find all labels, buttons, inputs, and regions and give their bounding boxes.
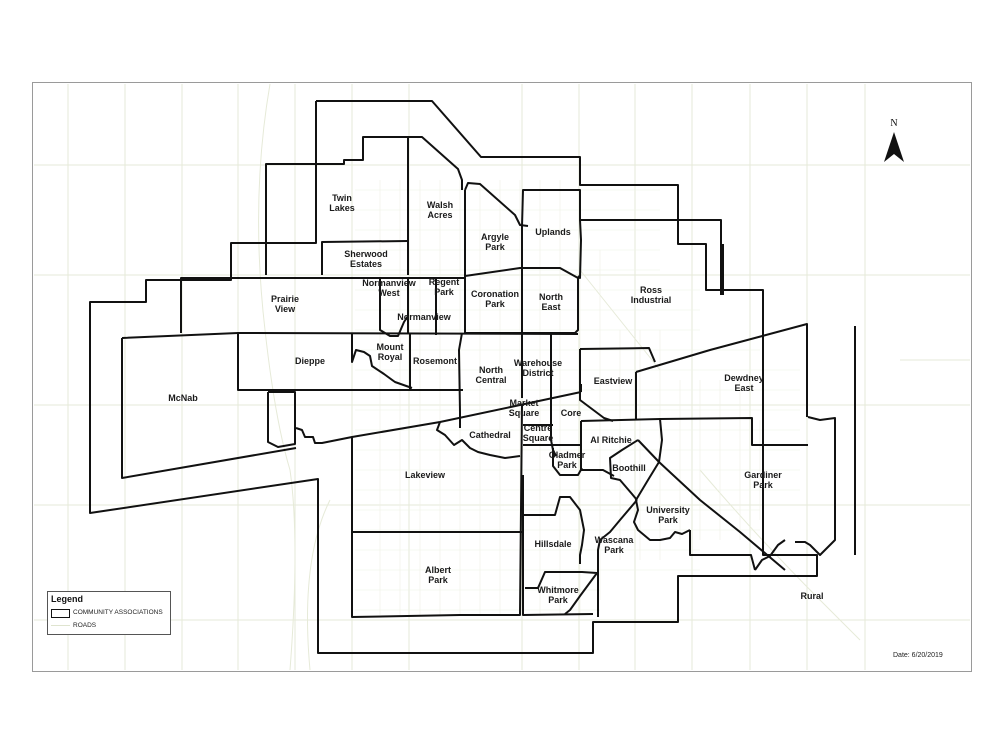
label-cathedral[interactable]: Cathedral bbox=[469, 430, 511, 440]
label-mcnab[interactable]: McNab bbox=[168, 393, 198, 403]
north-arrow: N bbox=[882, 118, 906, 166]
legend-item-roads: ROADS bbox=[73, 622, 97, 629]
legend-title: Legend bbox=[51, 594, 84, 604]
label-lakeview[interactable]: Lakeview bbox=[404, 470, 446, 480]
label-rosemont[interactable]: Rosemont bbox=[412, 356, 458, 366]
north-label: N bbox=[890, 118, 898, 129]
roads-swatch-icon bbox=[51, 625, 70, 626]
label-eastview[interactable]: Eastview bbox=[593, 376, 633, 386]
community-boundaries bbox=[89, 100, 856, 654]
community-association-swatch-icon bbox=[51, 609, 70, 618]
label-al-ritchie[interactable]: Al Ritchie bbox=[590, 435, 632, 445]
legend: Legend COMMUNITY ASSOCIATIONS ROADS bbox=[47, 591, 171, 635]
map-date: Date: 6/20/2019 bbox=[893, 652, 943, 659]
label-hillsdale[interactable]: Hillsdale bbox=[534, 539, 572, 549]
label-normanview[interactable]: Normanview bbox=[397, 312, 451, 322]
label-core[interactable]: Core bbox=[560, 408, 582, 418]
label-boothill[interactable]: Boothill bbox=[612, 463, 646, 473]
label-dieppe[interactable]: Dieppe bbox=[294, 356, 326, 366]
north-arrow-icon bbox=[884, 132, 904, 162]
legend-item-community-associations: COMMUNITY ASSOCIATIONS bbox=[73, 609, 163, 616]
label-uplands[interactable]: Uplands bbox=[535, 227, 571, 237]
label-rural[interactable]: Rural bbox=[800, 591, 824, 601]
map-frame bbox=[32, 82, 972, 672]
